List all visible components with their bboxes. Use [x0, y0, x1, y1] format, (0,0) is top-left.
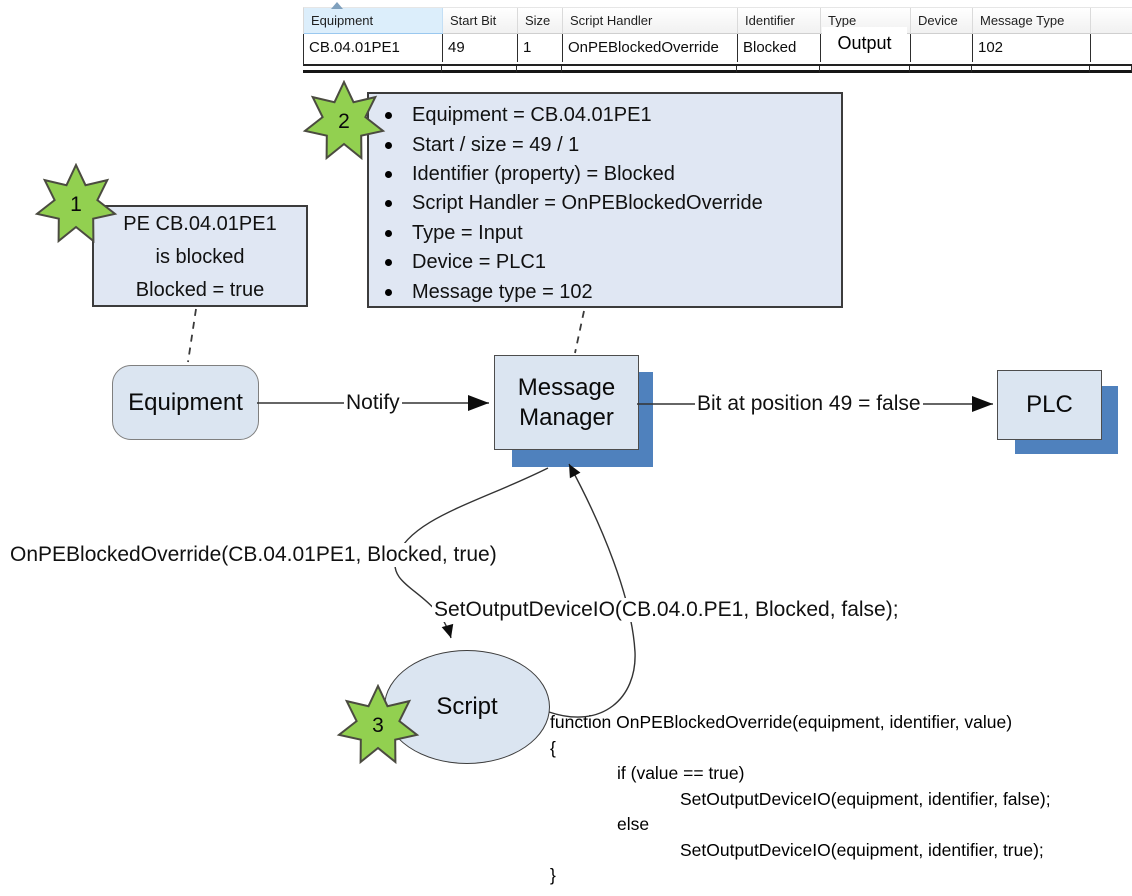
bullet-icon [385, 170, 392, 178]
callout1-line: is blocked [155, 246, 245, 268]
cell-start-bit: 49 [443, 34, 518, 62]
cell-size: 1 [518, 34, 563, 62]
callout2-connector [574, 310, 585, 354]
cell-identifier: Blocked [738, 34, 821, 62]
cell-filler [1091, 34, 1132, 62]
column-header-filler [1091, 8, 1132, 34]
bullet-icon [385, 288, 392, 296]
table-row[interactable]: CB.04.01PE1 49 1 OnPEBlockedOverride Blo… [303, 34, 1132, 66]
config-item: Identifier (property) = Blocked [369, 160, 841, 189]
config-item: Script Handler = OnPEBlockedOverride [369, 189, 841, 218]
script-to-mm-curve [548, 463, 636, 718]
code-line: } [550, 865, 556, 885]
bullet-icon [385, 112, 392, 120]
code-line: else [617, 814, 650, 834]
step-number: 3 [372, 714, 384, 737]
callout-blocked-event: PE CB.04.01PE1 is blocked Blocked = true [92, 205, 308, 307]
type-value-overlay: Output [822, 27, 907, 61]
bullet-icon [385, 200, 392, 208]
code-line: function OnPEBlockedOverride(equipment, … [550, 712, 1013, 732]
config-item: Device = PLC1 [369, 248, 841, 277]
code-line: SetOutputDeviceIO(equipment, identifier,… [680, 839, 1044, 860]
code-line: SetOutputDeviceIO(equipment, identifier,… [680, 788, 1051, 809]
config-item: Type = Input [369, 219, 841, 248]
step-number: 1 [70, 193, 82, 216]
column-header-script-handler[interactable]: Script Handler [563, 8, 738, 34]
script-node: Script [384, 650, 550, 764]
column-header-start-bit[interactable]: Start Bit [443, 8, 518, 34]
config-item: Message type = 102 [369, 277, 841, 306]
bullet-icon [385, 229, 392, 237]
bullet-icon [385, 259, 392, 267]
equipment-node-label: Equipment [128, 388, 243, 416]
mm-to-script-call-label: OnPEBlockedOverride(CB.04.01PE1, Blocked… [8, 543, 499, 567]
step-3-star-badge: 3 [336, 684, 420, 768]
table-row-partial [303, 66, 1132, 73]
column-header-size[interactable]: Size [518, 8, 563, 34]
star-icon [336, 684, 420, 765]
script-node-label: Script [436, 693, 498, 720]
star-icon [34, 163, 118, 244]
message-manager-node: Message Manager [494, 355, 639, 450]
plc-node: PLC [997, 370, 1102, 440]
bit-status-label: Bit at position 49 = false [695, 392, 923, 416]
message-manager-node-label: Message Manager [517, 373, 616, 431]
code-line: { [550, 737, 556, 758]
column-header-equipment[interactable]: Equipment [304, 8, 443, 34]
star-icon [302, 80, 386, 161]
script-to-mm-call-label: SetOutputDeviceIO(CB.04.0.PE1, Blocked, … [432, 598, 901, 622]
config-item: Start / size = 49 / 1 [369, 130, 841, 159]
step-2-star-badge: 2 [302, 80, 386, 164]
sort-ascending-icon [331, 2, 343, 9]
config-item: Equipment = CB.04.01PE1 [369, 101, 841, 130]
callout1-line: Blocked = true [135, 279, 265, 301]
cell-message-type: 102 [973, 34, 1091, 62]
callout-mapping-config: Equipment = CB.04.01PE1 Start / size = 4… [367, 92, 843, 308]
cell-device [911, 34, 973, 62]
table-header-row: Equipment Start Bit Size Script Handler … [303, 7, 1132, 34]
column-header-device[interactable]: Device [911, 8, 973, 34]
step-number: 2 [338, 110, 350, 133]
cell-script-handler: OnPEBlockedOverride [563, 34, 738, 62]
column-header-message-type[interactable]: Message Type [973, 8, 1091, 34]
callout1-line: PE CB.04.01PE1 [123, 213, 277, 235]
config-table: Equipment Start Bit Size Script Handler … [303, 7, 1132, 73]
equipment-node: Equipment [112, 365, 259, 440]
column-header-identifier[interactable]: Identifier [738, 8, 821, 34]
callout1-connector [187, 308, 197, 363]
notify-label: Notify [344, 391, 402, 415]
script-code-block: function OnPEBlockedOverride(equipment, … [550, 710, 1051, 889]
bullet-icon [385, 141, 392, 149]
cell-equipment: CB.04.01PE1 [304, 34, 443, 62]
code-line: if (value == true) [617, 763, 745, 783]
plc-node-label: PLC [1026, 391, 1073, 418]
step-1-star-badge: 1 [34, 163, 118, 247]
